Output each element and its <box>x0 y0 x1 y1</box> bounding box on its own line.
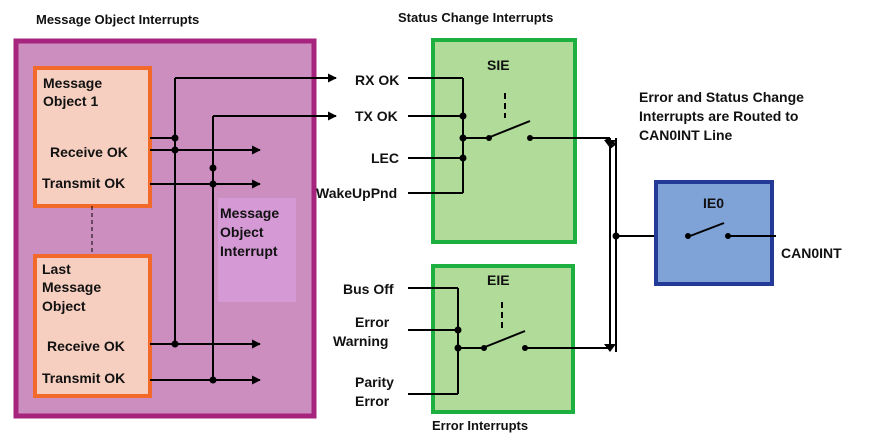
tx-ok-label: TX OK <box>355 108 398 124</box>
message-object-interrupt-label-line1: Message <box>220 205 279 221</box>
last-message-object-title-line2: Message <box>42 279 101 295</box>
message-object-interrupt-label-line2: Object <box>220 224 264 240</box>
error-arrow-head <box>604 344 616 352</box>
interrupt-highlight-area <box>218 198 296 302</box>
message-object-interrupt-label-line3: Interrupt <box>220 243 278 259</box>
last-message-object-receive-ok: Receive OK <box>47 338 125 354</box>
sie-switch-pivot <box>486 135 492 141</box>
eie-label: EIE <box>487 272 510 288</box>
status-change-interrupts-title: Status Change Interrupts <box>398 10 553 25</box>
ie0-switch-contact <box>725 233 731 239</box>
rx-ok-label: RX OK <box>355 72 399 88</box>
message-object-wire-junctions <box>171 134 217 384</box>
sie-box <box>431 38 577 244</box>
ie0-label: IE0 <box>703 195 724 211</box>
ie0-box <box>654 180 774 286</box>
sie-junctions <box>459 112 467 162</box>
eie-switch-contact <box>522 345 528 351</box>
message-object-1-transmit-ok: Transmit OK <box>42 175 125 191</box>
can0int-output-label: CAN0INT <box>781 245 842 261</box>
eie-junctions <box>454 326 462 352</box>
eie-switch-pivot <box>481 345 487 351</box>
bus-off-label: Bus Off <box>343 281 394 297</box>
message-object-interrupts-title: Message Object Interrupts <box>36 12 199 27</box>
wakeuppnd-label: WakeUpPnd <box>316 185 397 201</box>
ie0-switch-pivot <box>685 233 691 239</box>
message-object-wiring <box>150 73 337 385</box>
last-message-object-box <box>33 254 152 398</box>
error-warning-label-line2: Warning <box>333 333 388 349</box>
message-object-1-title-line1: Message <box>43 75 102 91</box>
message-object-1-receive-ok: Receive OK <box>50 144 128 160</box>
error-interrupts-title: Error Interrupts <box>432 418 528 433</box>
sie-label: SIE <box>487 57 510 73</box>
last-message-object-title-line3: Object <box>42 298 86 314</box>
sie-switch-contact <box>527 135 533 141</box>
last-message-object-transmit-ok: Transmit OK <box>42 370 125 386</box>
eie-wiring <box>408 287 610 395</box>
ie0-wiring <box>689 222 776 237</box>
lec-label: LEC <box>371 150 399 166</box>
message-object-1-title-line2: Object 1 <box>43 93 98 109</box>
parity-error-label-line2: Error <box>355 393 390 409</box>
routing-note-line1: Error and Status Change <box>639 89 804 105</box>
last-message-object-title-line1: Last <box>42 261 71 277</box>
routing-note-line2: Interrupts are Routed to <box>639 108 798 124</box>
status-arrow-head <box>604 140 616 148</box>
message-object-1-box <box>33 66 152 208</box>
parity-error-label-line1: Parity <box>355 374 394 390</box>
routing-note-line3: CAN0INT Line <box>639 127 733 143</box>
merge-junction <box>612 232 620 240</box>
error-warning-label-line1: Error <box>355 314 390 330</box>
